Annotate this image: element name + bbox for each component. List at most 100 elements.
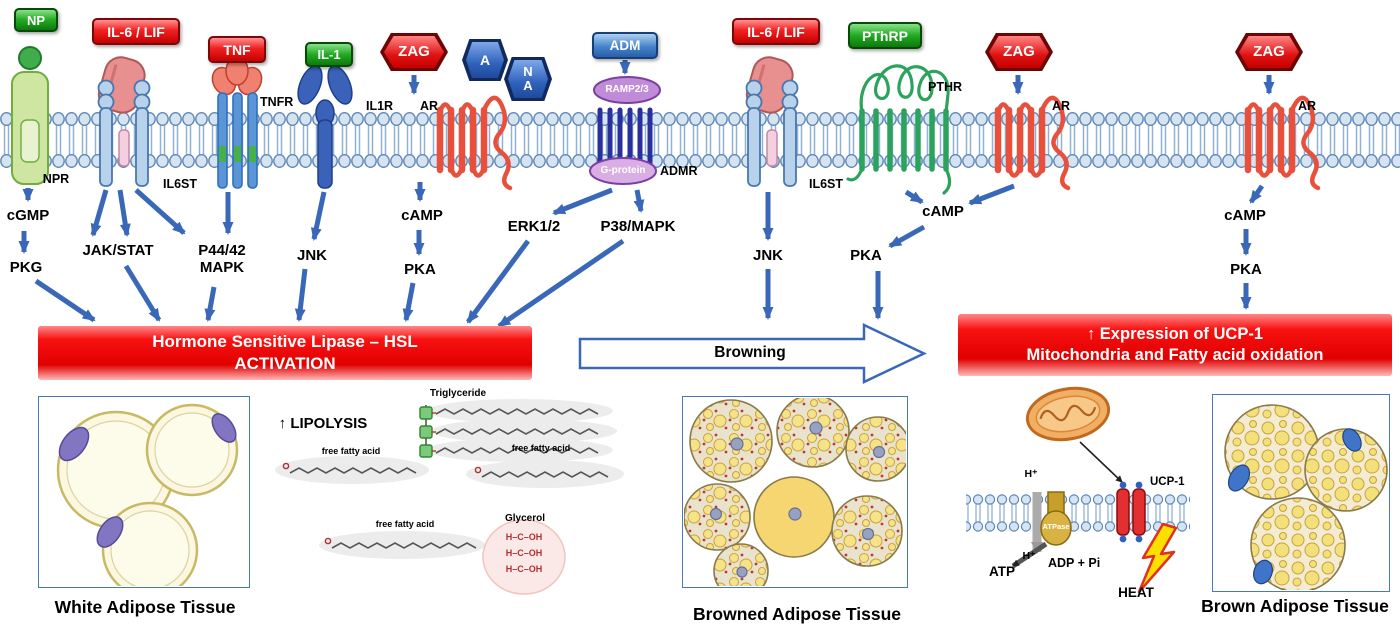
ligand-np: NP xyxy=(14,8,58,32)
ligand-a: A xyxy=(462,39,508,81)
erk-label: ERK1/2 xyxy=(507,218,561,235)
atp-label: ATP xyxy=(989,564,1015,579)
a-label: A xyxy=(466,42,504,78)
il6st-right-label: IL6ST xyxy=(808,177,844,191)
ucp1-banner-line2: Mitochondria and Fatty acid oxidation xyxy=(1026,346,1324,364)
il1r-receptor xyxy=(297,65,353,189)
brown-adipose-caption: Brown Adipose Tissue xyxy=(1201,596,1389,616)
atp-arrow xyxy=(1011,541,1048,569)
npr-receptor xyxy=(11,46,49,185)
ffa2-label: free fatty acid xyxy=(511,443,571,453)
g-protein-label: G-protein xyxy=(600,165,646,176)
ar-mid-label: AR xyxy=(1052,99,1071,113)
mitochondria xyxy=(1025,386,1111,442)
il1-label: IL-1 xyxy=(317,47,341,62)
pka-right-label: PKA xyxy=(1230,261,1262,278)
jak-stat-label: JAK/STAT xyxy=(82,242,154,259)
ar-left-label: AR xyxy=(420,99,439,113)
glycerol-blob xyxy=(482,519,566,595)
tnfr-label: TNFR xyxy=(260,95,294,109)
mapk-line: MAPK xyxy=(199,259,245,277)
glycerol-row-3: H–C–OH xyxy=(505,564,543,574)
zag-mid-label: ZAG xyxy=(989,36,1049,68)
h-plus-top-label: H⁺ xyxy=(1024,468,1038,480)
h-plus-bottom-label: H⁺ xyxy=(1022,550,1036,562)
lipolysis-label: ↑ LIPOLYSIS xyxy=(278,415,368,432)
triglyceride-label: Triglyceride xyxy=(429,388,487,399)
plasma-membrane xyxy=(0,112,1400,168)
glycerol-row-1: H–C–OH xyxy=(505,532,543,542)
il6st-left-label: IL6ST xyxy=(162,177,198,191)
camp-mid-label: cAMP xyxy=(922,203,964,220)
ligand-il6-lif-left: IL-6 / LIF xyxy=(92,18,180,45)
atpase-label: ATPase xyxy=(1042,522,1070,531)
browning-block-arrow xyxy=(578,323,927,384)
ucp1-channel xyxy=(1132,488,1146,536)
ucp1-channel xyxy=(1116,488,1130,536)
signal-arrows xyxy=(18,60,1275,329)
ucp1-expression-banner: ↑ Expression of UCP-1 Mitochondria and F… xyxy=(958,314,1392,376)
ligand-adm: ADM xyxy=(592,32,658,59)
pthr-receptor xyxy=(846,64,952,195)
adm-label: ADM xyxy=(609,38,641,53)
ligand-zag-right: ZAG xyxy=(1235,33,1303,71)
tnfr-receptor xyxy=(211,56,263,189)
cgmp-label: cGMP xyxy=(6,207,50,224)
glycerol-row-2: H–C–OH xyxy=(505,548,543,558)
il1r-label: IL1R xyxy=(366,99,394,113)
adm-receptor xyxy=(589,76,661,185)
camp-right-label: cAMP xyxy=(1224,207,1266,224)
brown-adipocytes xyxy=(1224,404,1388,590)
zag-left-label: ZAG xyxy=(384,36,444,68)
il6-lif-right-label: IL-6 / LIF xyxy=(747,23,805,40)
zag-right-label: ZAG xyxy=(1239,36,1299,68)
pkg-label: PKG xyxy=(9,259,43,276)
pthrp-label: PThRP xyxy=(862,27,908,44)
admr-label: ADMR xyxy=(660,164,698,178)
lipolysis-chemistry xyxy=(275,399,624,595)
browned-adipocytes xyxy=(684,398,906,586)
camp-left-label: cAMP xyxy=(401,207,443,224)
hsl-banner-line1: Hormone Sensitive Lipase – HSL xyxy=(152,332,418,351)
ligand-zag-mid: ZAG xyxy=(985,33,1053,71)
mito-membrane xyxy=(966,494,1190,532)
tnf-label: TNF xyxy=(223,41,251,58)
ramp23-oval xyxy=(593,76,661,104)
heat-label: HEAT xyxy=(1118,585,1154,600)
glycerol-label: Glycerol xyxy=(504,513,546,524)
hsl-activation-banner: Hormone Sensitive Lipase – HSL ACTIVATIO… xyxy=(38,326,532,380)
heat-lightning-icon xyxy=(1137,522,1178,594)
ffa1-label: free fatty acid xyxy=(321,446,381,456)
ligand-na: N A xyxy=(504,57,552,101)
hsl-banner-line2: ACTIVATION xyxy=(234,354,336,373)
np-label: NP xyxy=(26,12,46,28)
ucp1-banner-line1: ↑ Expression of UCP-1 xyxy=(1086,325,1264,343)
ligand-tnf: TNF xyxy=(208,36,266,63)
ffa3-label: free fatty acid xyxy=(375,519,435,529)
atpase-head xyxy=(1040,510,1072,546)
g-protein-oval xyxy=(589,157,657,185)
mito-to-ucp1-arrow xyxy=(1079,441,1123,483)
ucp1-label: UCP-1 xyxy=(1150,476,1185,488)
jnk-left-label: JNK xyxy=(296,247,327,264)
pka-left-label: PKA xyxy=(404,261,436,278)
jnk-right-label: JNK xyxy=(752,247,783,264)
na-label: N A xyxy=(508,60,548,98)
ramp23-label: RAMP2/3 xyxy=(605,84,649,95)
p4442-line: P44/42 xyxy=(198,242,246,259)
browning-label: Browning xyxy=(714,344,786,361)
thermogenesis-diagram xyxy=(966,386,1190,594)
ligand-il6-lif-right: IL-6 / LIF xyxy=(732,18,820,45)
adp-pi-label: ADP + Pi xyxy=(1048,556,1101,570)
npr-label: NPR xyxy=(42,172,70,186)
ligand-pthrp: PThRP xyxy=(848,22,922,49)
p38-mapk-label: P38/MAPK xyxy=(600,218,676,235)
ligand-zag-left: ZAG xyxy=(380,33,448,71)
np-ligand-ball xyxy=(18,46,42,70)
ar-right-label: AR xyxy=(1298,99,1317,113)
pthr-label: PTHR xyxy=(928,80,963,94)
white-adipocytes xyxy=(56,403,239,586)
